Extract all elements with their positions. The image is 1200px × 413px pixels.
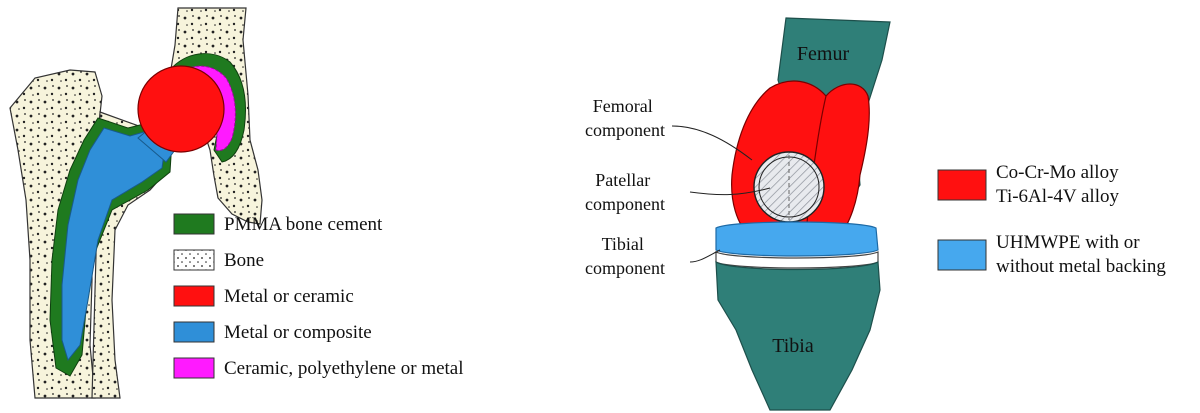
hip-legend-label: PMMA bone cement [224,214,383,235]
knee-legend-swatch [938,170,986,200]
hip-legend-swatch [174,286,214,306]
hip-legend-swatch [174,322,214,342]
tibia-label: Tibia [772,335,814,357]
tibial-insert [716,222,878,256]
knee-legend-label: UHMWPE with or [996,232,1140,253]
tibial-label-line-2: component [585,258,665,278]
patellar-label-line-2: component [585,194,665,214]
femoral-label-line-2: component [585,120,665,140]
patellar-label-line-1: Patellar [595,170,650,190]
hip-legend-swatch [174,250,214,270]
knee-legend-label: without metal backing [996,256,1166,277]
hip-legend-swatch [174,358,214,378]
patellar-component-label: Patellar component [585,170,665,214]
hip-legend-label: Metal or composite [224,322,372,343]
hip-legend-label: Bone [224,250,264,271]
knee-legend-label: Co-Cr-Mo alloy [996,162,1119,183]
femoral-head [138,66,224,152]
femur-label: Femur [797,43,850,65]
knee-implant: Femur Tibia Femoral component Patellar c… [585,18,890,410]
hip-legend-swatch [174,214,214,234]
femoral-label-line-1: Femoral [593,96,653,116]
hip-legend-label: Ceramic, polyethylene or metal [224,358,464,379]
hip-legend-label: Metal or ceramic [224,286,354,307]
tibial-component-label: Tibial component [585,234,665,278]
knee-legend-label: Ti-6Al-4V alloy [996,186,1119,207]
femoral-component-label: Femoral component [585,96,665,140]
knee-legend-swatch [938,240,986,270]
tibial-label-line-1: Tibial [602,234,644,254]
